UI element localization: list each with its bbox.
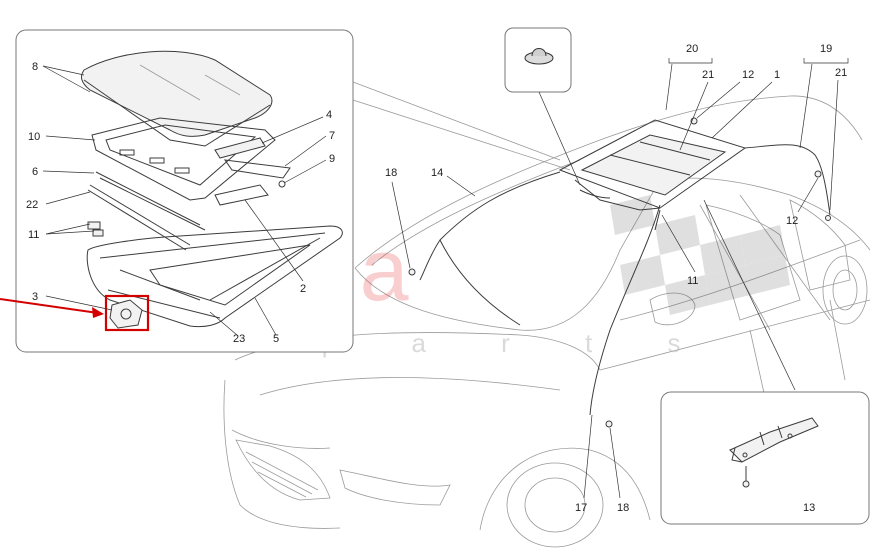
sunroof-frame [91,117,276,201]
hose-end-front-left [408,268,416,276]
callout-11-car: 11 [687,275,698,287]
hose-clip-rear [814,170,822,178]
callout-18-b: 18 [617,502,629,514]
screw-icon [742,466,750,488]
sunroof-tray-assembly [86,225,343,328]
callout-1: 1 [774,69,780,81]
checkered-flag-icon [610,195,790,315]
guide-parts [214,137,291,206]
callout-12-a: 12 [742,69,754,81]
callout-9: 9 [329,153,335,165]
bracket-detail-panel [660,391,870,525]
callout-10: 10 [28,131,40,143]
callout-2: 2 [300,283,306,295]
callout-22: 22 [26,199,38,211]
front-drain-hose [439,239,521,326]
deflector-strip [89,184,191,246]
car-outline [223,95,871,548]
sunroof-motor [109,299,143,329]
group-bracket-20 [668,58,713,64]
exploded-view-panel [15,29,354,353]
bracket-part [87,221,104,237]
callout-6: 6 [32,166,38,178]
red-arrow-icon [0,298,104,318]
push-clip-icon [524,48,554,65]
callout-14: 14 [431,167,443,179]
callout-23: 23 [233,333,245,345]
callout-12-b: 12 [786,215,798,227]
callout-4: 4 [326,109,332,121]
callout-18-a: 18 [385,167,397,179]
mounting-bracket-part [729,417,819,463]
callout-13: 13 [803,502,815,514]
seal-strip [95,171,201,226]
drain-hoses [419,144,831,416]
callout-7: 7 [329,130,335,142]
roof-sunroof-assembly [558,119,747,211]
callout-8: 8 [32,61,38,73]
callout-21-b: 21 [835,67,847,79]
callout-3: 3 [32,291,38,303]
callout-21-a: 21 [702,69,714,81]
hose-end-front-right [605,420,613,428]
sunroof-glass-panel [81,50,273,147]
group-bracket-19 [803,58,849,64]
callout-11-inset: 11 [28,229,39,241]
callout-5: 5 [273,333,279,345]
inset-leader-lines [42,65,327,336]
motor-highlight-box [104,294,150,332]
callout-20: 20 [686,43,698,55]
callout-17: 17 [575,502,587,514]
callout-19: 19 [820,43,832,55]
